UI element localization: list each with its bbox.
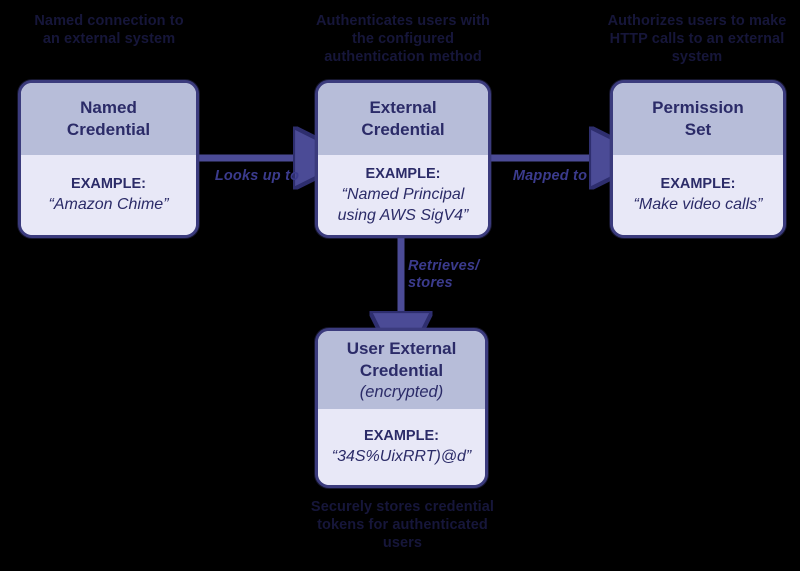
connector-label-retrieves-stores: Retrieves/ stores (408, 258, 500, 292)
example-value: “Amazon Chime” (48, 196, 169, 213)
node-title-line1: User External (346, 338, 457, 358)
connector-label-mapped-to: Mapped to (512, 168, 588, 184)
caption-user-external-credential: Securely stores credential tokens for au… (310, 499, 495, 551)
node-external-credential-body: EXAMPLE: “Named Principal using AWS SigV… (318, 155, 488, 235)
example-label: EXAMPLE: (364, 428, 439, 444)
node-permission-set-body: EXAMPLE: “Make video calls” (613, 155, 783, 235)
node-title-line1: Named (80, 98, 137, 117)
example-label: EXAMPLE: (365, 165, 441, 182)
example-label: EXAMPLE: (71, 176, 146, 192)
node-external-credential-header: External Credential (318, 83, 488, 155)
example-value-line1: “Named Principal (341, 185, 465, 203)
node-named-credential-header: Named Credential (21, 83, 196, 155)
node-permission-set[interactable]: Permission Set EXAMPLE: “Make video call… (610, 80, 786, 238)
node-user-external-credential[interactable]: User External Credential (encrypted) EXA… (315, 328, 488, 488)
connector-label-line2: stores (408, 275, 453, 291)
node-named-credential-body: EXAMPLE: “Amazon Chime” (21, 155, 196, 235)
caption-permission-set: Authorizes users to make HTTP calls to a… (607, 13, 787, 65)
example-label: EXAMPLE: (660, 176, 736, 192)
node-title-line2: Credential (359, 360, 444, 380)
node-title-line1: Permission (652, 98, 744, 117)
node-title-line2: Credential (66, 120, 151, 139)
example-value: “34S%UixRRT)@d” (331, 448, 472, 465)
node-external-credential[interactable]: External Credential EXAMPLE: “Named Prin… (315, 80, 491, 238)
node-permission-set-header: Permission Set (613, 83, 783, 155)
connector-label-line1: Retrieves/ (408, 258, 480, 274)
node-title-line2: Set (684, 120, 712, 139)
node-title-line2: Credential (361, 120, 445, 139)
caption-named-credential: Named connection to an external system (34, 13, 184, 47)
node-title-sub: (encrypted) (359, 382, 444, 401)
node-user-external-credential-header: User External Credential (encrypted) (318, 331, 485, 409)
example-value: “Make video calls” (633, 196, 763, 213)
node-title-line1: External (369, 98, 437, 117)
node-named-credential[interactable]: Named Credential EXAMPLE: “Amazon Chime” (18, 80, 199, 238)
connector-label-looks-up-to: Looks up to (214, 168, 300, 184)
node-user-external-credential-body: EXAMPLE: “34S%UixRRT)@d” (318, 409, 485, 485)
example-value-line2: using AWS SigV4” (337, 206, 469, 224)
caption-external-credential: Authenticates users with the configured … (315, 13, 491, 65)
